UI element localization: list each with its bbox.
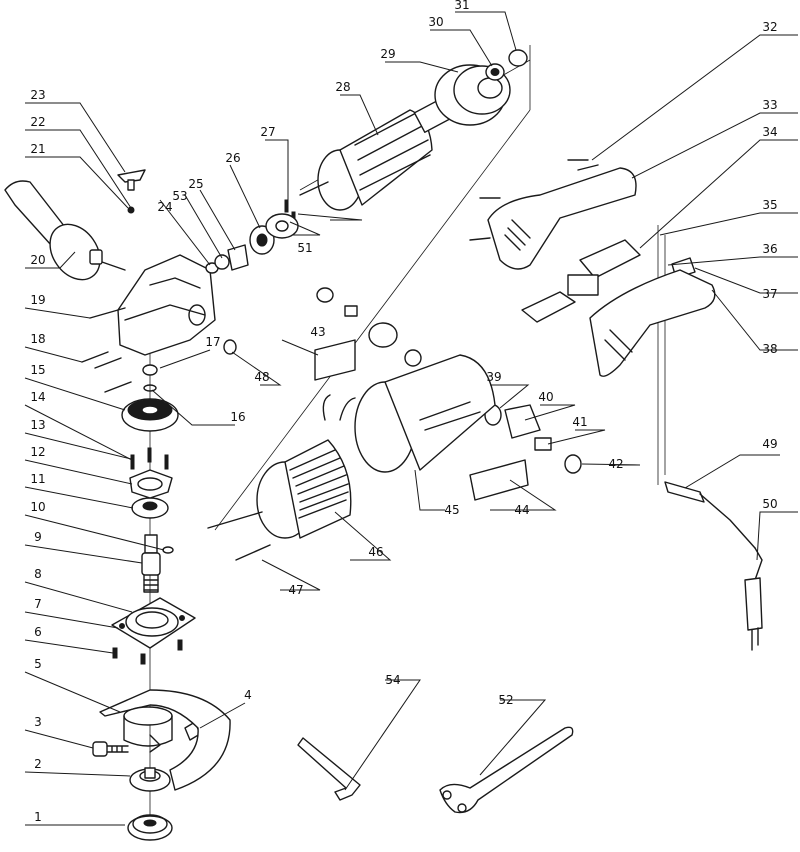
part-46-field-coil xyxy=(256,394,356,539)
callout-28: 28 xyxy=(335,80,350,94)
callout-6: 6 xyxy=(34,625,42,639)
callout-20: 20 xyxy=(30,253,45,267)
callout-47: 47 xyxy=(288,583,303,597)
callout-21: 21 xyxy=(30,142,45,156)
callout-37: 37 xyxy=(762,287,777,301)
part-43-label xyxy=(314,339,356,381)
callout-labels: 1234567891011121314151617181920212223242… xyxy=(30,0,777,824)
part-9-spindle xyxy=(141,534,161,593)
callout-29: 29 xyxy=(380,47,395,61)
callout-45: 45 xyxy=(444,503,459,517)
part-32-screws xyxy=(469,159,599,241)
part-52-spanner-wrench xyxy=(439,726,574,814)
part-5-wheel-guard xyxy=(99,689,231,791)
callout-34: 34 xyxy=(762,125,777,139)
callout-41: 41 xyxy=(572,415,587,429)
callout-25: 25 xyxy=(188,177,203,191)
part-19-gear-housing xyxy=(89,254,216,356)
part-3-guard-screw xyxy=(92,741,129,757)
callout-31: 31 xyxy=(454,0,469,12)
leader-lines xyxy=(24,11,798,826)
callout-14: 14 xyxy=(30,390,45,404)
part-26-bearing xyxy=(249,225,275,255)
callout-43: 43 xyxy=(310,325,325,339)
part-18-screws xyxy=(81,351,132,393)
callout-13: 13 xyxy=(30,418,45,432)
callout-50: 50 xyxy=(762,497,777,511)
part-16-circlip xyxy=(143,384,157,392)
part-brush-cap xyxy=(316,287,422,367)
part-38-handle-half-lower xyxy=(589,269,716,377)
callout-4: 4 xyxy=(244,688,252,702)
part-50-power-cord xyxy=(744,547,763,651)
part-10-key xyxy=(162,546,174,554)
callout-44: 44 xyxy=(514,503,529,517)
part-20-side-handle xyxy=(4,180,126,281)
callout-10: 10 xyxy=(30,500,45,514)
callout-51: 51 xyxy=(297,241,312,255)
callout-27: 27 xyxy=(260,125,275,139)
callout-46: 46 xyxy=(368,545,383,559)
callout-23: 23 xyxy=(30,88,45,102)
callout-36: 36 xyxy=(762,242,777,256)
callout-49: 49 xyxy=(762,437,777,451)
callout-17: 17 xyxy=(205,335,220,349)
part-14-screws xyxy=(130,447,169,470)
callout-5: 5 xyxy=(34,657,42,671)
part-34-switch xyxy=(521,239,641,323)
callout-39: 39 xyxy=(486,370,501,384)
callout-2: 2 xyxy=(34,757,42,771)
part-51-baffle-plate xyxy=(265,213,299,239)
callout-8: 8 xyxy=(34,567,42,581)
callout-7: 7 xyxy=(34,597,42,611)
part-33-handle-half-upper xyxy=(487,167,637,270)
callout-19: 19 xyxy=(30,293,45,307)
part-11-bearing xyxy=(131,497,169,519)
part-39-42-brush-holder xyxy=(484,404,582,474)
callout-15: 15 xyxy=(30,363,45,377)
callout-32: 32 xyxy=(762,20,777,34)
callout-12: 12 xyxy=(30,445,45,459)
part-8-bearing-cover xyxy=(111,597,196,649)
callout-9: 9 xyxy=(34,530,42,544)
part-45-motor-housing xyxy=(354,354,496,473)
callout-42: 42 xyxy=(608,457,623,471)
part-2-inner-flange xyxy=(129,767,171,792)
part-29-fan-baffle xyxy=(434,64,511,126)
part-49-cable-sleeve xyxy=(664,481,756,549)
part-47-screws xyxy=(207,511,271,561)
callout-16: 16 xyxy=(230,410,245,424)
callout-18: 18 xyxy=(30,332,45,346)
part-31-rubber-cap xyxy=(508,49,528,67)
part-15-bevel-gear xyxy=(121,398,179,432)
callout-30: 30 xyxy=(428,15,443,29)
part-23-spindle-lock-button xyxy=(117,169,146,214)
part-30-bearing xyxy=(485,63,505,81)
part-24-53-25-small-parts xyxy=(205,244,249,274)
part-1-flange-nut xyxy=(127,814,173,841)
callout-3: 3 xyxy=(34,715,42,729)
part-17-needle-bearing xyxy=(142,364,158,376)
callout-22: 22 xyxy=(30,115,45,129)
callout-26: 26 xyxy=(225,151,240,165)
part-28-armature xyxy=(299,99,451,211)
part-48-bushing xyxy=(223,339,237,355)
callout-1: 1 xyxy=(34,810,42,824)
callout-38: 38 xyxy=(762,342,777,356)
callout-53: 53 xyxy=(172,189,187,203)
part-54-hex-key xyxy=(297,737,361,801)
callout-52: 52 xyxy=(498,693,513,707)
part-44-label xyxy=(469,459,529,501)
callout-40: 40 xyxy=(538,390,553,404)
callout-54: 54 xyxy=(385,673,400,687)
callout-35: 35 xyxy=(762,198,777,212)
callout-11: 11 xyxy=(30,472,45,486)
callout-24: 24 xyxy=(157,200,172,214)
callout-48: 48 xyxy=(254,370,269,384)
callout-33: 33 xyxy=(762,98,777,112)
part-12-bearing-plate xyxy=(129,469,173,499)
